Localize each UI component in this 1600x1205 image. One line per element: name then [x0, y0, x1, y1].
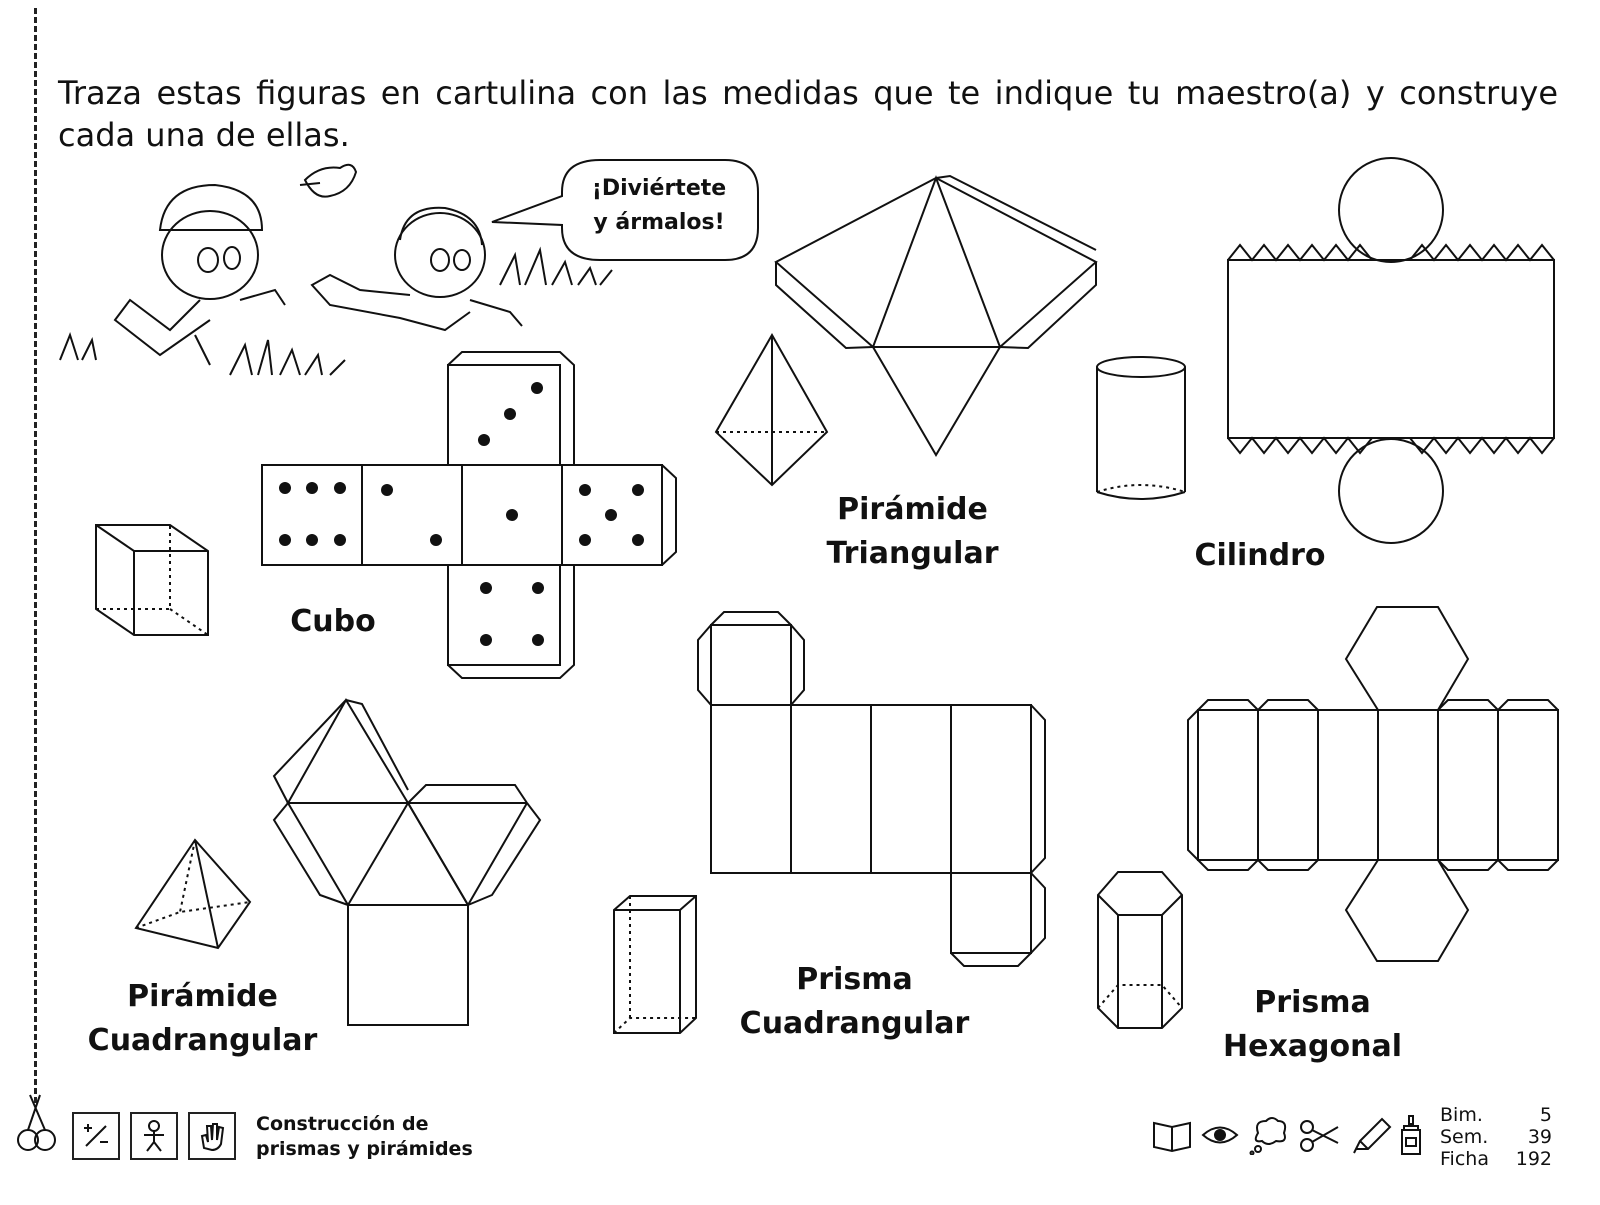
- square-pyramid-3d: [134, 838, 252, 950]
- label-piramide-triangular: Pirámide Triangular: [800, 488, 1025, 576]
- code-bim: Bim. 5: [1440, 1104, 1552, 1126]
- cylinder-3d: [1096, 356, 1186, 500]
- scissors-tool-icon: [1298, 1112, 1342, 1158]
- thinking-icon: [1248, 1112, 1290, 1158]
- footer-title: Construcción de prismas y pirámides: [256, 1112, 473, 1162]
- crayon-icon: [1350, 1112, 1394, 1158]
- code-bim-label: Bim.: [1440, 1104, 1483, 1126]
- label-prisma-cuadrangular-line-1: Prisma: [796, 962, 913, 997]
- footer-title-line-2: prismas y pirámides: [256, 1138, 473, 1160]
- code-ficha-value: 192: [1515, 1148, 1552, 1170]
- label-prisma-cuadrangular-line-2: Cuadrangular: [739, 1006, 970, 1041]
- square-prism-3d: [613, 895, 697, 1034]
- speech-bubble-text: ¡Diviértete y ármalos!: [570, 172, 748, 240]
- square-pyramid-net: [272, 698, 542, 1026]
- label-prisma-hexagonal-line-2: Hexagonal: [1222, 1029, 1403, 1064]
- label-piramide-triangular-line-1: Pirámide: [837, 492, 988, 527]
- hexagonal-prism-net: [1187, 606, 1559, 962]
- footer-codes: Bim. 5 Sem. 39 Ficha 192: [1440, 1104, 1552, 1170]
- label-prisma-hexagonal-line-1: Prisma: [1254, 985, 1371, 1020]
- label-piramide-triangular-line-2: Triangular: [826, 536, 999, 571]
- children-illustration: [59, 163, 613, 376]
- triangular-pyramid-3d: [714, 332, 829, 487]
- label-piramide-cuadrangular-line-1: Pirámide: [127, 979, 278, 1014]
- code-ficha: Ficha 192: [1440, 1148, 1552, 1170]
- label-piramide-cuadrangular-line-2: Cuadrangular: [87, 1023, 318, 1058]
- fraction-icon: [72, 1112, 120, 1160]
- speech-bubble-line-1: ¡Diviértete: [591, 176, 727, 201]
- cut-line: [34, 8, 37, 1103]
- code-sem-label: Sem.: [1440, 1126, 1489, 1148]
- cube-net: [261, 351, 677, 679]
- person-icon: [130, 1112, 178, 1160]
- hexagonal-prism-3d: [1097, 871, 1183, 1029]
- footer-title-line-1: Construcción de: [256, 1113, 429, 1135]
- instruction-text: Traza estas figuras en cartulina con las…: [58, 74, 1558, 154]
- cube-dots: [279, 382, 644, 646]
- speech-bubble: [491, 159, 759, 261]
- speech-bubble-line-2: y ármalos!: [593, 210, 725, 235]
- cube-3d-drawing: [95, 524, 209, 636]
- hand-icon: [188, 1112, 236, 1160]
- square-prism-net: [697, 611, 1046, 967]
- triangular-pyramid-net: [774, 174, 1098, 457]
- eye-icon: [1200, 1112, 1240, 1158]
- glue-icon: [1398, 1112, 1424, 1158]
- code-sem-value: 39: [1527, 1126, 1552, 1148]
- label-prisma-cuadrangular: Prisma Cuadrangular: [722, 958, 987, 1046]
- code-ficha-label: Ficha: [1440, 1148, 1489, 1170]
- scissors-icon: [17, 1094, 56, 1151]
- code-sem: Sem. 39: [1440, 1126, 1552, 1148]
- book-icon: [1150, 1112, 1194, 1158]
- cylinder-net: [1227, 157, 1555, 544]
- label-cilindro: Cilindro: [1194, 538, 1326, 573]
- label-piramide-cuadrangular: Pirámide Cuadrangular: [70, 975, 335, 1063]
- code-bim-value: 5: [1539, 1104, 1552, 1126]
- label-cubo: Cubo: [290, 604, 376, 639]
- label-prisma-hexagonal: Prisma Hexagonal: [1200, 981, 1425, 1069]
